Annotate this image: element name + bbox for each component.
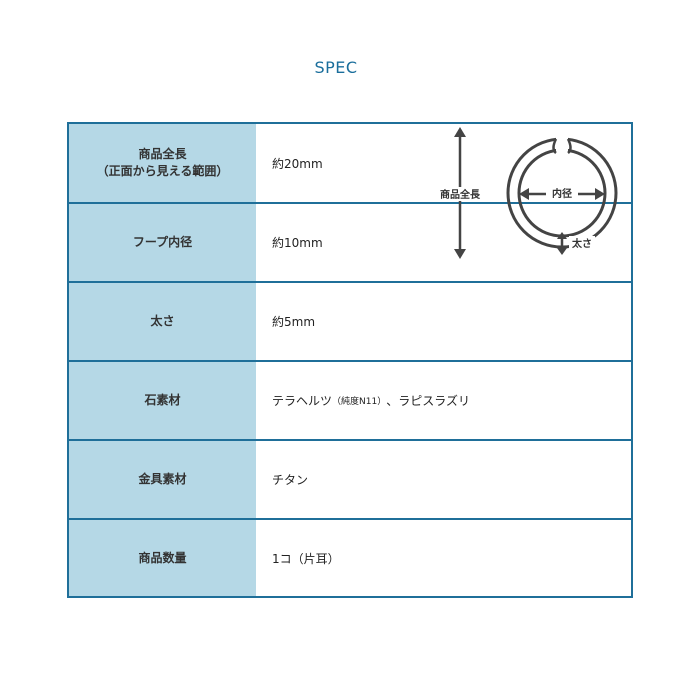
page-title: SPEC	[314, 58, 358, 77]
row-label-quantity: 商品数量	[69, 520, 256, 596]
table-row-hoop-inner-diameter: フープ内径 約10mm	[69, 204, 631, 283]
row-label-thickness: 太さ	[69, 283, 256, 360]
table-row-stone-material: 石素材 テラヘルツ（純度N11）、ラピスラズリ	[69, 362, 631, 441]
row-label-hoop-inner-diameter: フープ内径	[69, 204, 256, 281]
stone-material-main: テラヘルツ	[272, 394, 333, 408]
table-row-thickness: 太さ 約5mm	[69, 283, 631, 362]
table-row-metal-material: 金具素材 チタン	[69, 441, 631, 520]
inner-diameter-label-bg	[546, 186, 578, 200]
row-value-metal-material: チタン	[272, 473, 309, 487]
thickness-label-bg	[569, 236, 595, 250]
row-label-metal-material: 金具素材	[69, 441, 256, 518]
hoop-dimension-diagram: 商品全長 内径 太さ	[433, 127, 618, 259]
total-length-label-bg	[433, 187, 487, 201]
row-sublabel-text: （正面から見える範囲）	[96, 164, 229, 178]
total-length-label: 商品全長	[440, 188, 481, 201]
thickness-arrow	[557, 232, 567, 255]
thickness-label: 太さ	[571, 237, 592, 250]
stone-material-purity: （純度N11）	[332, 397, 387, 407]
row-label-stone-material: 石素材	[69, 362, 256, 439]
stone-material-tail: 、ラピスラズリ	[386, 394, 470, 408]
row-value-stone-material: テラヘルツ（純度N11）、ラピスラズリ	[256, 362, 631, 439]
table-row-total-length: 商品全長 （正面から見える範囲） 約20mm	[69, 124, 631, 204]
spec-table: 商品全長 （正面から見える範囲） 約20mm フープ内径 約10mm 太さ 約5…	[67, 122, 633, 598]
row-label-total-length: 商品全長 （正面から見える範囲）	[69, 124, 256, 202]
row-value-hoop-inner-diameter: 約10mm	[272, 236, 323, 250]
table-row-quantity: 商品数量 1コ（片耳）	[69, 520, 631, 596]
row-value-thickness: 約5mm	[272, 315, 316, 329]
row-value-quantity: 1コ（片耳）	[272, 551, 340, 566]
row-value-total-length: 約20mm	[272, 156, 323, 171]
inner-diameter-label: 内径	[552, 187, 572, 200]
row-label-text: 商品全長	[138, 147, 187, 161]
